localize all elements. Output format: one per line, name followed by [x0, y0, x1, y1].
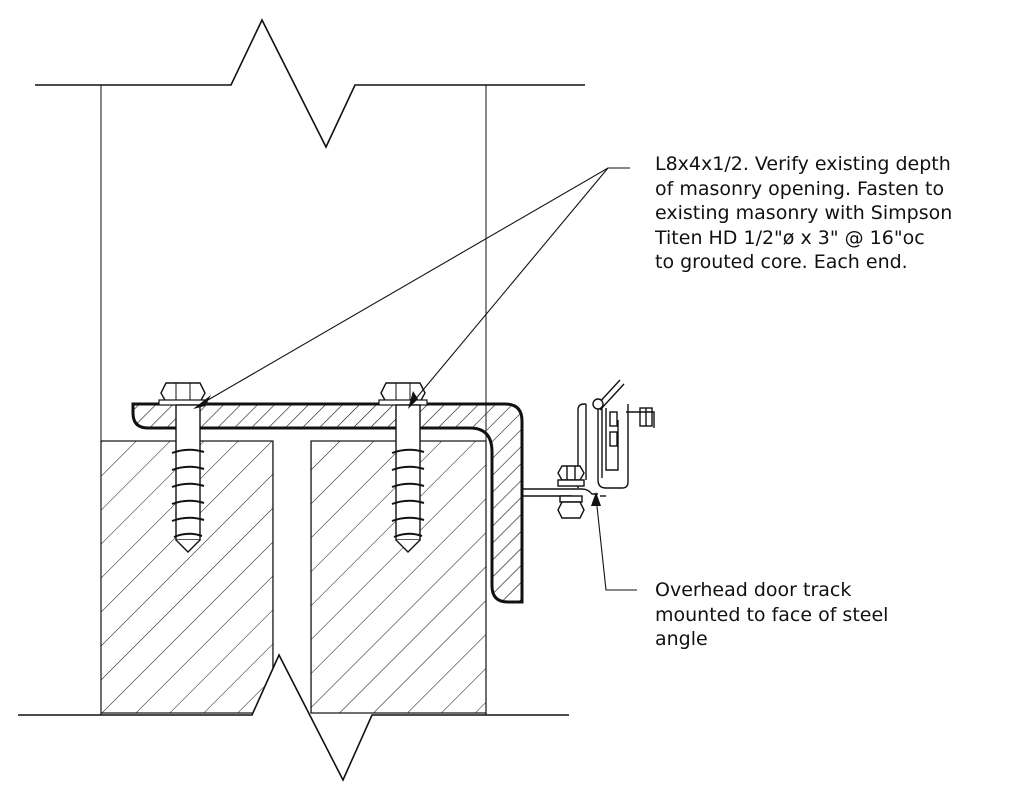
anchor-bolt-right	[378, 382, 428, 553]
leader-arrowhead-right	[408, 391, 418, 409]
note-line: L8x4x1/2. Verify existing depth	[655, 153, 951, 175]
door-track-note: Overhead door track mounted to face of s…	[655, 578, 888, 652]
top-break-line	[35, 18, 585, 149]
note-line: mounted to face of steel	[655, 603, 889, 626]
anchor-bolt-left	[158, 382, 208, 553]
leader-lines-angle-note	[200, 167, 630, 405]
note-line: Overhead door track	[655, 579, 852, 601]
note-line: to grouted core. Each end.	[655, 251, 908, 273]
overhead-door-track	[522, 379, 655, 519]
leader-line-track-note	[595, 496, 637, 591]
note-line: existing masonry with Simpson	[655, 202, 953, 224]
bottom-break-line	[18, 653, 569, 782]
note-line: angle	[655, 628, 708, 650]
steel-angle	[131, 402, 524, 604]
leader-arrowhead-left	[193, 395, 211, 409]
note-line: Titen HD 1/2"ø x 3" @ 16"oc	[655, 226, 925, 249]
angle-fastening-note: L8x4x1/2. Verify existing depth of mason…	[655, 152, 1017, 275]
bottom-break-mask	[252, 655, 372, 780]
leader-arrowhead-track	[591, 492, 601, 506]
note-line: of masonry opening. Fasten to	[655, 177, 945, 200]
